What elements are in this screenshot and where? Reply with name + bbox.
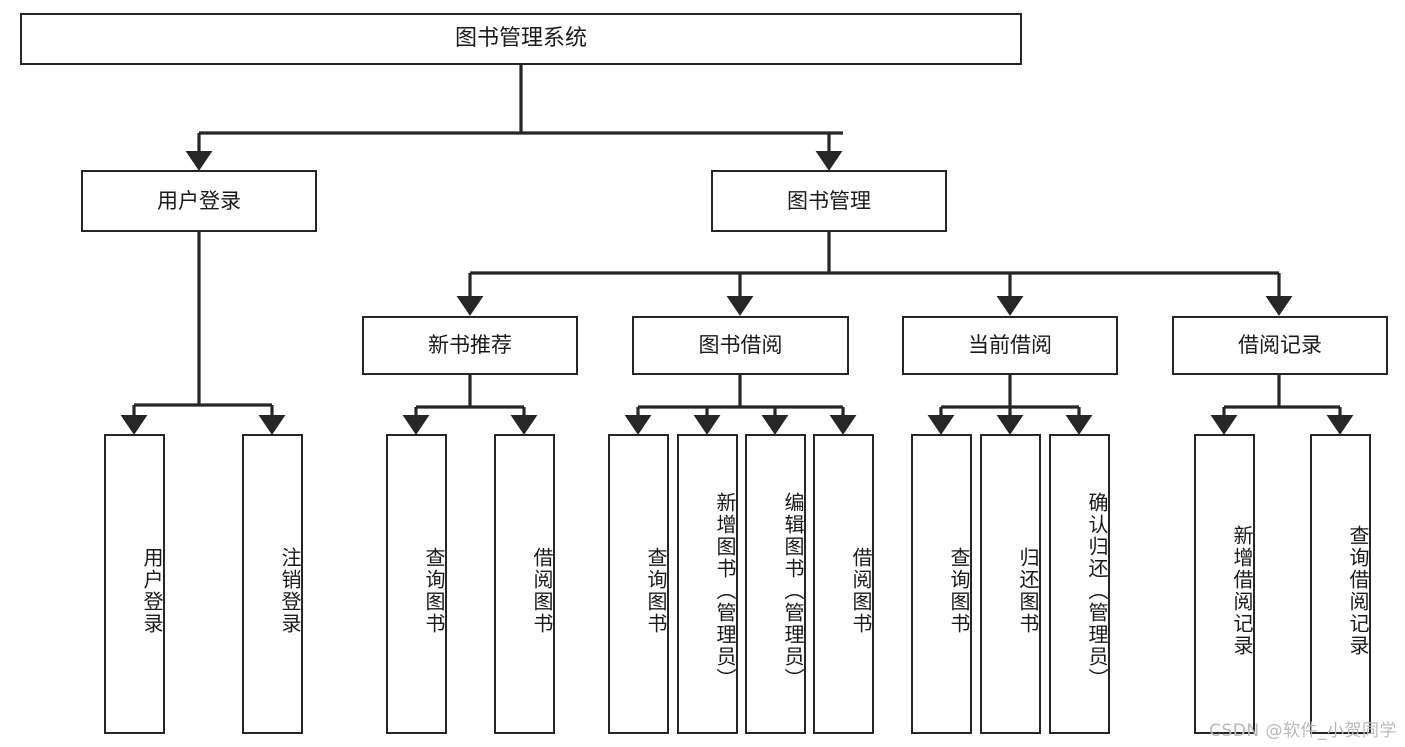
node-new-book-recommend[interactable]: 新书推荐 [362,316,578,375]
node-user-login-label: 用户登录 [157,188,241,213]
leaf-add-book[interactable]: 新增图书（管理员） [677,434,738,734]
leaf-query-book-2[interactable]: 查询图书 [608,434,669,734]
leaf-query-book-3[interactable]: 查询图书 [911,434,972,734]
leaf-edit-book[interactable]: 编辑图书（管理员） [745,434,806,734]
leaf-user-login[interactable]: 用户登录 [104,434,165,734]
node-book-manage-label: 图书管理 [787,188,871,213]
leaf-query-record-label: 查询借阅记录 [1346,525,1370,657]
leaf-return-book-label: 归还图书 [1016,547,1040,635]
leaf-logout[interactable]: 注销登录 [242,434,303,734]
leaf-borrow-book-2[interactable]: 借阅图书 [813,434,874,734]
csdn-watermark: CSDN @软件_小贺同学 [1209,721,1397,741]
node-user-login[interactable]: 用户登录 [81,170,317,232]
leaf-query-record[interactable]: 查询借阅记录 [1310,434,1371,734]
node-root-label: 图书管理系统 [454,26,587,52]
node-current-borrow-label: 当前借阅 [968,333,1052,358]
leaf-query-book-3-label: 查询图书 [947,547,971,635]
leaf-add-record[interactable]: 新增借阅记录 [1194,434,1255,734]
leaf-query-book-1-label: 查询图书 [422,547,446,635]
leaf-confirm-return[interactable]: 确认归还（管理员） [1049,434,1110,734]
leaf-edit-book-label: 编辑图书（管理员） [781,492,805,690]
leaf-add-book-label: 新增图书（管理员） [713,492,737,690]
node-book-borrow-label: 图书借阅 [698,333,783,358]
node-root[interactable]: 图书管理系统 [20,13,1022,65]
leaf-borrow-book-2-label: 借阅图书 [849,547,873,635]
leaf-confirm-return-label: 确认归还（管理员） [1085,492,1109,690]
leaf-return-book[interactable]: 归还图书 [980,434,1041,734]
leaf-query-book-2-label: 查询图书 [644,547,668,635]
leaf-borrow-book-1-label: 借阅图书 [530,547,554,635]
node-borrow-record[interactable]: 借阅记录 [1172,316,1388,375]
node-current-borrow[interactable]: 当前借阅 [902,316,1118,375]
node-new-book-recommend-label: 新书推荐 [428,333,512,358]
leaf-borrow-book-1[interactable]: 借阅图书 [494,434,555,734]
node-borrow-record-label: 借阅记录 [1238,333,1322,358]
node-book-borrow[interactable]: 图书借阅 [632,316,849,375]
leaf-user-login-label: 用户登录 [140,547,164,635]
leaf-logout-label: 注销登录 [278,547,302,635]
node-book-manage[interactable]: 图书管理 [711,170,947,232]
leaf-add-record-label: 新增借阅记录 [1230,525,1254,657]
leaf-query-book-1[interactable]: 查询图书 [386,434,447,734]
